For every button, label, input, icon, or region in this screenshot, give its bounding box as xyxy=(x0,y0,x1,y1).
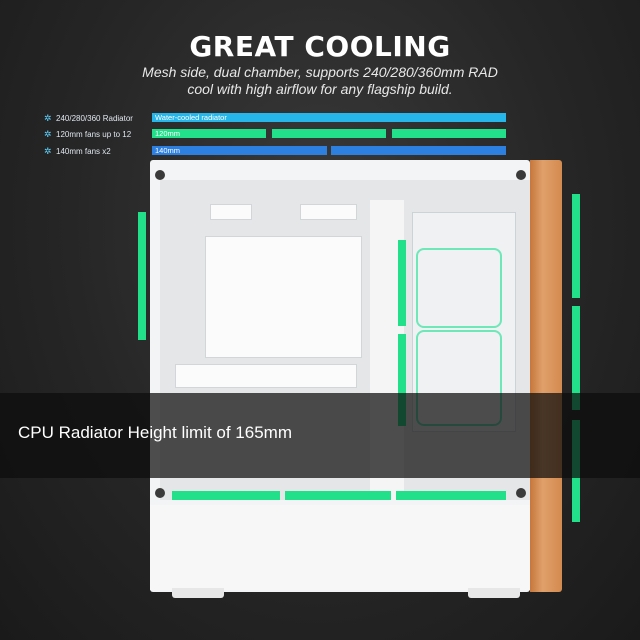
front-fan-bar-1 xyxy=(572,194,580,298)
snowflake-icon: ✲ xyxy=(44,128,52,139)
legend-fan120: ✲ 120mm fans up to 12 xyxy=(44,129,131,139)
front-left-fan-bar xyxy=(138,212,146,340)
radiator-note-band xyxy=(0,393,640,478)
legend-fan140-label: 140mm fans x2 xyxy=(56,146,111,156)
psu-shroud xyxy=(150,505,530,590)
fan140-bar-2 xyxy=(331,146,506,155)
bottom-fan-bar-2 xyxy=(285,491,391,500)
bottom-fan-bar-1 xyxy=(172,491,280,500)
thumbscrew-top-right xyxy=(516,170,526,180)
snowflake-icon: ✲ xyxy=(44,145,52,156)
lower-slot xyxy=(175,364,357,388)
rear-fan-bar-2 xyxy=(398,334,406,426)
radiator-bar: Water-cooled radiator xyxy=(152,113,506,122)
page-subtitle: Mesh side, dual chamber, supports 240/28… xyxy=(100,64,540,98)
thumbscrew-bottom-right xyxy=(516,488,526,498)
snowflake-icon: ✲ xyxy=(44,112,52,123)
legend-radiator-label: 240/280/360 Radiator xyxy=(56,113,133,123)
subtitle-line-2: cool with high airflow for any flagship … xyxy=(187,81,453,97)
rear-fan-bar-1 xyxy=(398,240,406,326)
top-vent-2 xyxy=(300,204,357,220)
fan-ring-upper xyxy=(416,248,502,328)
top-vent-1 xyxy=(210,204,252,220)
front-fan-bar-2 xyxy=(572,306,580,410)
thumbscrew-bottom-left xyxy=(155,488,165,498)
fan120-bar-1: 120mm xyxy=(152,129,266,138)
case-foot-left xyxy=(172,588,224,598)
radiator-height-note: CPU Radiator Height limit of 165mm xyxy=(18,423,292,442)
subtitle-line-1: Mesh side, dual chamber, supports 240/28… xyxy=(142,64,498,80)
bottom-fan-bar-3 xyxy=(396,491,506,500)
legend-radiator: ✲ 240/280/360 Radiator xyxy=(44,113,133,123)
legend-fan120-label: 120mm fans up to 12 xyxy=(56,129,132,139)
fan120-bar-2 xyxy=(272,129,386,138)
thumbscrew-top-left xyxy=(155,170,165,180)
wood-front-panel xyxy=(530,160,562,592)
legend-fan140: ✲ 140mm fans x2 xyxy=(44,146,111,156)
cpu-cutout xyxy=(205,236,362,358)
case-foot-right xyxy=(468,588,520,598)
fan140-bar-1: 140mm xyxy=(152,146,327,155)
fan120-bar-3 xyxy=(392,129,506,138)
page-title: GREAT COOLING xyxy=(189,30,451,63)
